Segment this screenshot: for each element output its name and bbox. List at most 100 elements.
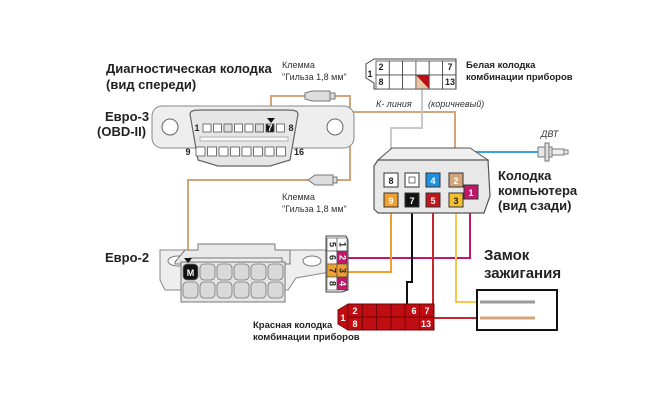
- white-cluster-connector: 1 2 7 8 13: [365, 58, 457, 90]
- obd2-pins-top: 7: [202, 123, 285, 133]
- wire-yellow: [455, 210, 480, 303]
- wire-black: [406, 210, 413, 306]
- white-block-pin-2: 2: [378, 62, 383, 72]
- dvt-label: ДВТ: [540, 129, 560, 139]
- white-block-label-line1: Белая колодка: [466, 60, 536, 71]
- clamp-2-icon: [307, 174, 334, 186]
- obd2-pins-bottom: [195, 146, 286, 157]
- small-connector-pin-6: 6: [326, 250, 338, 265]
- obd2-pin-bottom: [195, 146, 206, 157]
- euro2-pins: M: [182, 263, 284, 299]
- obd2-pin-bottom: [218, 146, 229, 157]
- red-block-pin-2: 2: [352, 306, 357, 316]
- obd2-connector: 7 1 8 9 16: [151, 105, 355, 167]
- obd2-pin-16-label: 16: [294, 147, 304, 157]
- white-block-pin-1: 1: [367, 69, 372, 79]
- white-block-cell: [428, 74, 443, 90]
- red-block-label-line1: Красная колодка: [253, 320, 333, 331]
- small-connector-pin-5: 5: [326, 237, 338, 252]
- white-block-pin-8: 8: [378, 77, 383, 87]
- euro2-pin: [182, 263, 199, 281]
- euro3-label-line2: (OBD-II): [97, 124, 146, 139]
- euro2-pin: [233, 263, 250, 281]
- ignition-label-line1: Замок: [484, 247, 530, 264]
- obd2-center-bar: [199, 136, 289, 142]
- obd2-pin-8-label: 8: [288, 123, 293, 133]
- svg-text:9: 9: [388, 196, 393, 206]
- svg-text:3: 3: [338, 268, 348, 273]
- svg-text:1: 1: [338, 242, 348, 247]
- euro2-mount-hole-right: [302, 255, 322, 267]
- svg-text:8: 8: [388, 176, 393, 186]
- white-block-cell: [402, 60, 417, 76]
- diag-title-line1: Диагностическая колодка: [106, 61, 272, 76]
- white-block-grid: [375, 60, 457, 90]
- euro2-label: Евро-2: [105, 250, 149, 265]
- ecu-pin-5: 5: [425, 192, 441, 208]
- clamp-1-icon: [304, 90, 331, 102]
- obd2-pin-bottom: [264, 146, 275, 157]
- white-block-cell: [388, 74, 403, 90]
- obd2-mount-hole-right: [326, 118, 344, 136]
- obd2-pin-top: [265, 123, 275, 133]
- ecu-pin-3: 3: [448, 192, 464, 208]
- small-connector-pin-7: 7: [326, 263, 338, 278]
- svg-text:4: 4: [430, 176, 435, 186]
- euro2-pin: [216, 281, 233, 299]
- obd2-pin-bottom: [253, 146, 263, 157]
- white-block-cell: [402, 74, 417, 90]
- obd2-pin-1-label: 1: [194, 123, 199, 133]
- svg-text:2: 2: [338, 255, 348, 260]
- red-block-pin-6: 6: [411, 306, 416, 316]
- small-connector-pin-3: 3: [336, 263, 348, 278]
- ecu-label-line3: (вид сзади): [498, 198, 572, 213]
- red-block-grid: [347, 303, 435, 331]
- euro2-pin: [199, 281, 216, 299]
- euro2-pin: [182, 281, 199, 299]
- obd2-pin-top: [255, 123, 264, 133]
- euro2-pin: [267, 263, 284, 281]
- euro2-k-pin-arrow-icon: [184, 258, 192, 263]
- svg-text:5: 5: [328, 242, 338, 247]
- clamp2-label-line2: "Гильза 1,8 мм": [282, 204, 347, 214]
- euro3-label-line1: Евро-3: [105, 109, 149, 124]
- ecu-label-line1: Колодка: [498, 168, 552, 183]
- svg-text:7: 7: [409, 196, 414, 206]
- small-connector-pin-1: 1: [336, 237, 348, 252]
- red-block-cell: [419, 316, 435, 331]
- ecu-pin-4: 4: [425, 172, 441, 188]
- clamp1-label-line1: Клемма: [282, 60, 315, 70]
- diag-title-line2: (вид спереди): [106, 77, 196, 92]
- svg-text:7: 7: [328, 268, 338, 273]
- white-block-pin-13: 13: [445, 77, 455, 87]
- white-block-label-line2: комбинации приборов: [466, 72, 573, 83]
- obd2-pin-top: [276, 123, 285, 133]
- ecu-label-line2: компьютера: [498, 183, 578, 198]
- ecu-housing-top: [376, 147, 490, 161]
- ignition-label-line2: зажигания: [484, 265, 561, 282]
- euro2-pin: [199, 263, 216, 281]
- ecu-pin-2: 2: [448, 172, 464, 188]
- wire-orange: [340, 210, 392, 273]
- svg-text:4: 4: [338, 281, 348, 286]
- clamp-terminal-1: [304, 90, 336, 102]
- euro2-pin: [250, 281, 267, 299]
- obd2-k-pin-label: 7: [267, 123, 272, 133]
- svg-text:6: 6: [328, 255, 338, 260]
- obd2-pin-top: [202, 123, 212, 133]
- obd2-pin-bottom: [207, 146, 217, 157]
- obd2-pin-9-label: 9: [185, 147, 190, 157]
- white-block-k-pin-marker: [415, 75, 430, 89]
- euro2-pin: [250, 263, 267, 281]
- clamp1-label-line2: "Гильза 1,8 мм": [282, 72, 347, 82]
- euro2-k-pin-label: M: [187, 268, 195, 278]
- obd2-pin-bottom: [276, 146, 286, 157]
- obd2-pin-top: [223, 123, 233, 133]
- red-block-pin-13: 13: [421, 319, 431, 329]
- white-block-cell: [428, 60, 443, 76]
